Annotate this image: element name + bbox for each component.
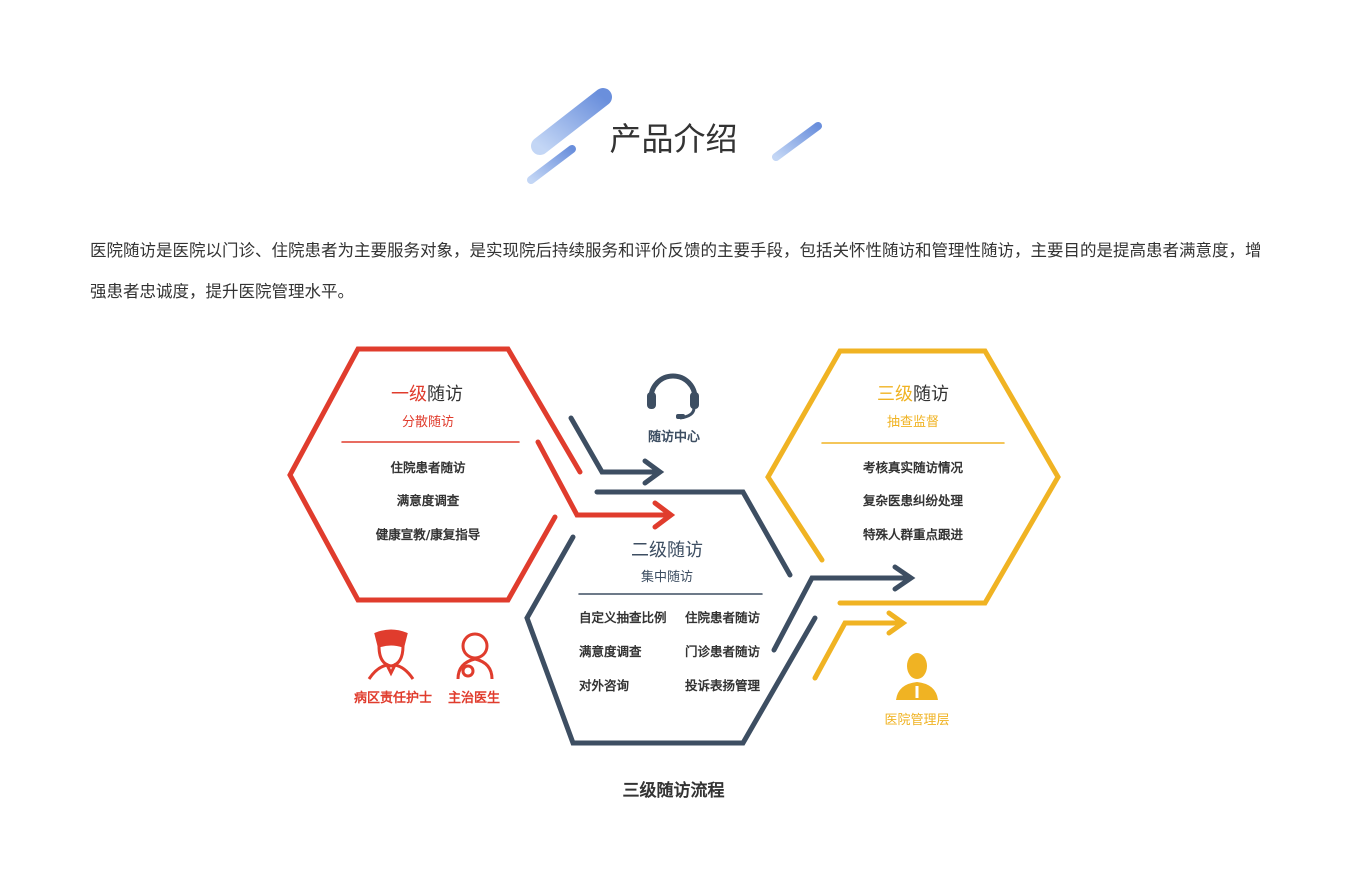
headset-icon — [647, 373, 699, 420]
level1-title: 一级随访 — [391, 380, 463, 406]
level2-subtitle: 集中随访 — [640, 570, 694, 585]
level1-title-prefix: 一级 — [391, 384, 427, 405]
nurse-icon — [367, 629, 415, 680]
level1-item: 满意度调查 — [396, 493, 460, 508]
doctor-icon — [456, 632, 494, 680]
level1-subtitle: 分散随访 — [401, 415, 455, 430]
level2-hexagon — [524, 415, 916, 746]
level1-item: 健康宣教/康复指导 — [375, 527, 481, 542]
level2-item: 投诉表扬管理 — [685, 678, 761, 693]
intro-paragraph: 医院随访是医院以门诊、住院患者为主要服务对象，是实现院后持续服务和评价反馈的主要… — [90, 241, 1262, 301]
diagram-caption: 三级随访流程 — [622, 781, 725, 801]
level1-hexagon — [287, 346, 676, 603]
level1-title-suffix: 随访 — [427, 384, 463, 405]
page-title: 产品介绍 — [609, 120, 738, 158]
level3-subtitle: 抽查监督 — [886, 415, 940, 430]
level2-item: 对外咨询 — [579, 678, 630, 693]
manager-icon — [896, 653, 938, 700]
doctor-label: 主治医生 — [447, 691, 501, 706]
management-label: 医院管理层 — [884, 713, 950, 728]
level3-item: 复杂医患纠纷处理 — [862, 493, 964, 508]
level3-item: 特殊人群重点跟进 — [862, 527, 964, 542]
level2-item: 自定义抽查比例 — [579, 610, 667, 625]
level3-hexagon — [765, 348, 1061, 681]
level2-title: 二级随访 — [631, 540, 703, 561]
level3-title: 三级随访 — [877, 380, 949, 406]
nurse-label: 病区责任护士 — [353, 691, 433, 706]
level1-item: 住院患者随访 — [390, 460, 466, 475]
title-decoration-stripes — [527, 88, 822, 184]
follow-up-center-label: 随访中心 — [647, 430, 701, 445]
level2-item: 满意度调查 — [579, 644, 642, 659]
level3-title-prefix: 三级 — [877, 384, 913, 405]
level3-title-suffix: 随访 — [913, 384, 949, 405]
level2-item: 住院患者随访 — [685, 610, 761, 625]
level3-item: 考核真实随访情况 — [862, 460, 964, 475]
level2-item: 门诊患者随访 — [685, 644, 761, 659]
